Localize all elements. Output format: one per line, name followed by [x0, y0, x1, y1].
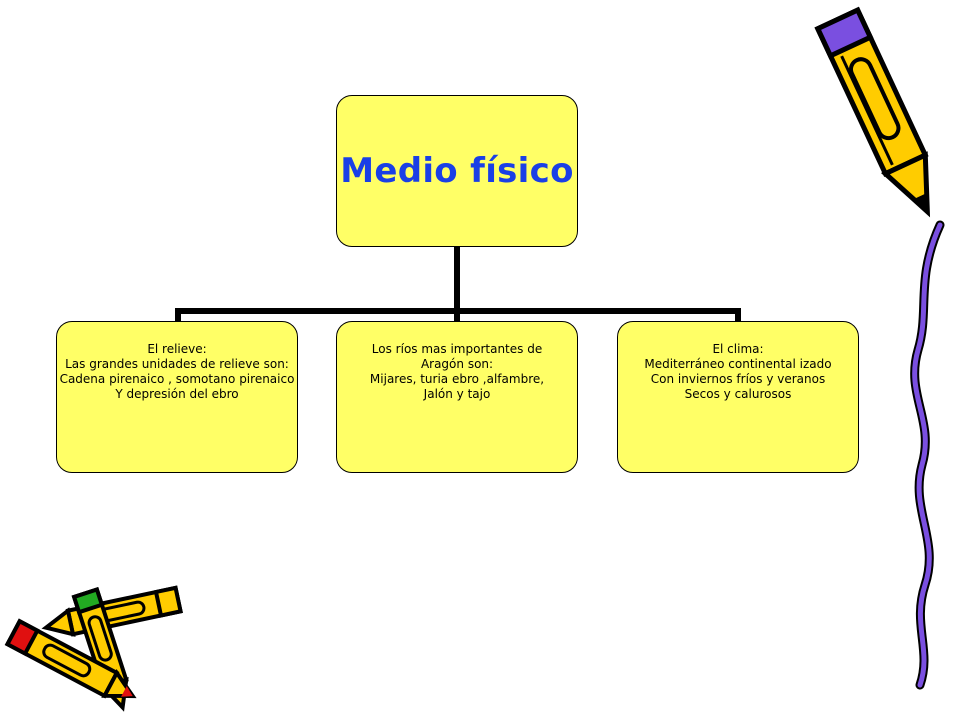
connector-vertical [454, 247, 460, 311]
node-line: Jalón y tajo [423, 387, 491, 401]
node-line: El relieve: [147, 342, 207, 356]
node-line: Secos y calurosos [684, 387, 792, 401]
node-line: Con inviernos fríos y veranos [650, 372, 826, 386]
root-node: Medio físico [336, 95, 578, 247]
wavy-line-right-icon [910, 220, 945, 690]
node-line: Las grandes unidades de relieve son: [65, 357, 289, 371]
pencil-top-right-icon [814, 6, 931, 218]
node-line: El clima: [712, 342, 764, 356]
node-line: Aragón son: [420, 357, 494, 371]
node-line: Mediterráneo continental izado [644, 357, 832, 371]
connector-middle [454, 308, 460, 322]
connector-left [175, 308, 181, 322]
child-node-clima: El clima: Mediterráneo continental izado… [617, 321, 859, 473]
crossed-pencils-bottom-left-icon [4, 585, 183, 712]
connector-right [735, 308, 741, 322]
root-title: Medio físico [340, 151, 574, 191]
node-line: Cadena pirenaico , somotano pirenaico [59, 372, 295, 386]
child-node-rios: Los ríos mas importantes de Aragón son: … [336, 321, 578, 473]
node-line: Y depresión del ebro [115, 387, 239, 401]
child-node-relieve: El relieve: Las grandes unidades de reli… [56, 321, 298, 473]
node-line: Los ríos mas importantes de [371, 342, 543, 356]
node-line: Mijares, turia ebro ,alfambre, [369, 372, 545, 386]
